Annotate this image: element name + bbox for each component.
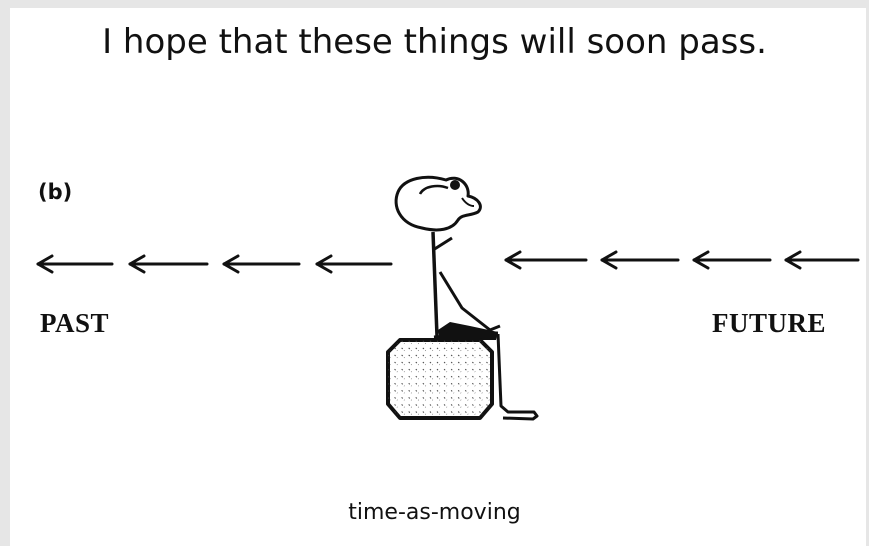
right-arrow-2 xyxy=(602,252,678,268)
right-arrow-3 xyxy=(694,252,770,268)
left-arrow-2 xyxy=(130,256,207,272)
left-arrow-4 xyxy=(317,256,391,272)
left-arrow-3 xyxy=(224,256,299,272)
seat-block xyxy=(388,340,492,418)
right-arrow-4 xyxy=(786,252,858,268)
right-arrow-1 xyxy=(506,252,586,268)
left-arrow-1 xyxy=(38,256,112,272)
figure-caption: time-as-moving xyxy=(0,500,869,525)
